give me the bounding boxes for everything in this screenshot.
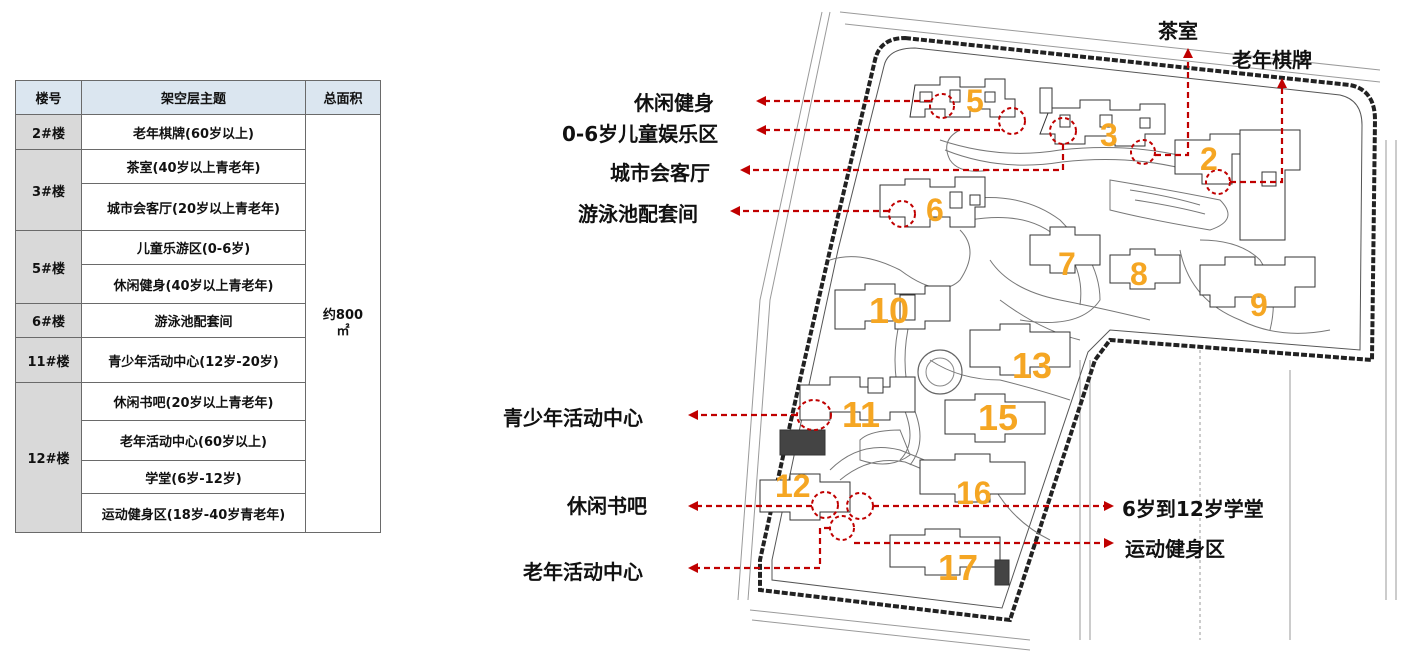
theme-cell: 城市会客厅(20岁以上青老年)	[81, 183, 306, 231]
theme-cell: 休闲健身(40岁以上青老年)	[81, 264, 306, 304]
building-number: 6	[926, 192, 944, 228]
building-number: 15	[978, 397, 1018, 438]
building-number: 8	[1130, 256, 1148, 292]
building-number: 2	[1200, 141, 1218, 177]
label-kids-area: 0-6岁儿童娱乐区	[562, 122, 719, 146]
total-area-value: 约800	[322, 307, 364, 323]
site-boundary	[758, 35, 1378, 623]
table-row: 2#楼 老年棋牌(60岁以上) 约800 ㎡	[15, 114, 381, 533]
label-school: 6岁到12岁学堂	[1122, 497, 1264, 521]
label-elder-chess: 老年棋牌	[1232, 48, 1312, 72]
building-footprints	[759, 76, 1316, 586]
building-cell: 3#楼	[15, 149, 82, 231]
table-row: 12#楼 休闲书吧(20岁以上青老年)	[15, 382, 381, 533]
building-number: 17	[938, 547, 978, 588]
building-number: 9	[1250, 287, 1268, 323]
road-lines	[737, 11, 1397, 651]
label-elder-center: 老年活动中心	[523, 560, 643, 584]
label-leisure-fitness: 休闲健身	[634, 91, 714, 115]
building-cell: 6#楼	[15, 303, 82, 338]
table-row: 学堂(6岁-12岁)	[16, 460, 381, 494]
label-tea-room: 茶室	[1158, 19, 1198, 43]
theme-cell: 运动健身区(18岁-40岁青老年)	[81, 493, 306, 533]
building-number: 7	[1058, 246, 1076, 282]
building-number: 16	[956, 475, 992, 511]
theme-cell: 学堂(6岁-12岁)	[81, 460, 306, 494]
building-cell: 11#楼	[15, 337, 82, 383]
building-number: 10	[869, 290, 909, 331]
label-pool-room: 游泳池配套间	[578, 202, 698, 226]
theme-table: 楼号 架空层主题 总面积 2#楼 老年棋牌(60岁以上) 约800 ㎡ 3#楼 …	[15, 80, 381, 533]
table-row: 城市会客厅(20岁以上青老年)	[16, 183, 381, 231]
roundabout	[917, 349, 963, 395]
label-sports-area: 运动健身区	[1125, 537, 1225, 561]
table-row: 运动健身区(18岁-40岁青老年)	[16, 493, 381, 533]
leader-arrows	[688, 48, 1287, 573]
label-youth-center: 青少年活动中心	[503, 406, 643, 430]
building-number: 11	[842, 394, 880, 435]
building-number: 12	[775, 468, 811, 504]
header-building: 楼号	[15, 80, 82, 115]
total-area-unit: ㎡	[336, 323, 350, 339]
table-row: 休闲健身(40岁以上青老年)	[16, 264, 381, 304]
building-number: 13	[1012, 345, 1052, 386]
table-header-row: 楼号 架空层主题 总面积	[15, 80, 381, 115]
total-area-cell: 约800 ㎡	[305, 114, 381, 533]
theme-cell: 老年棋牌(60岁以上)	[81, 114, 306, 150]
theme-cell: 茶室(40岁以上青老年)	[81, 149, 306, 184]
building-cell: 5#楼	[15, 230, 82, 304]
building-number: 5	[966, 83, 984, 119]
building-cell: 12#楼	[15, 382, 82, 533]
label-reading-bar: 休闲书吧	[567, 494, 647, 518]
table-row: 3#楼 茶室(40岁以上青老年)	[15, 149, 381, 231]
label-city-lounge: 城市会客厅	[610, 161, 710, 185]
building-number: 3	[1100, 117, 1118, 153]
